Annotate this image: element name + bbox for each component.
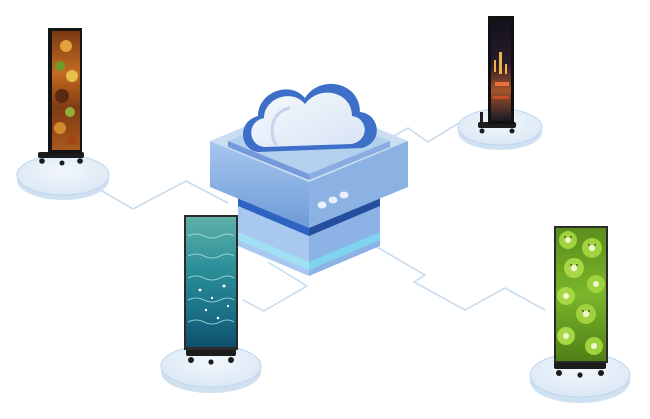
platform-top-left	[16, 154, 110, 200]
indicator-lights	[317, 191, 349, 209]
indicator-light	[328, 196, 338, 204]
connector-lines	[94, 122, 546, 312]
indicator-light	[317, 201, 327, 209]
display-top-right	[478, 16, 516, 134]
connector-line-top-left	[94, 180, 229, 210]
water-sparkles	[198, 284, 230, 320]
connector-line-bottom-left	[242, 261, 309, 312]
display-bottom-left	[184, 215, 238, 365]
kiwi-slices	[557, 231, 605, 355]
indicator-light	[339, 191, 349, 199]
cloud-icon	[242, 83, 377, 152]
display-top-left	[38, 28, 84, 166]
connector-line-bottom-right	[364, 239, 546, 311]
water-ripples	[187, 233, 235, 325]
city-lights	[493, 52, 509, 99]
platforms	[16, 108, 631, 403]
ocean-water-image	[186, 217, 236, 347]
cloud-server-icon	[210, 83, 408, 276]
display-bottom-right	[554, 226, 608, 378]
food-details	[54, 40, 78, 145]
